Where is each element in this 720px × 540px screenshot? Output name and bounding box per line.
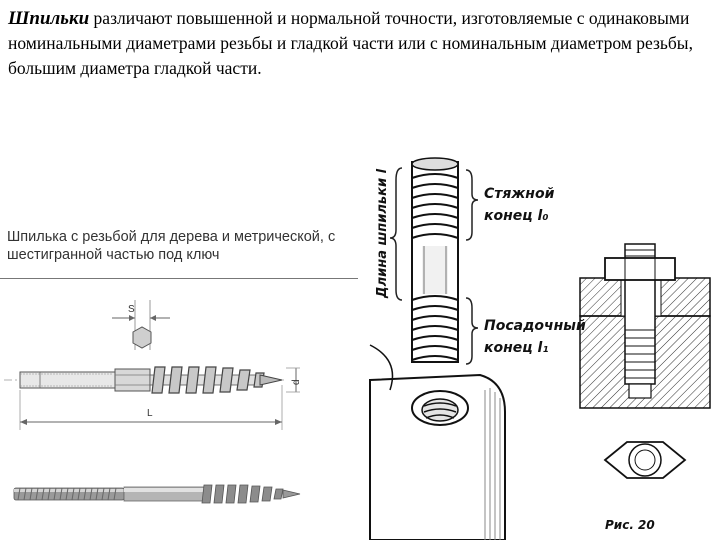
left-figure-divider	[0, 278, 358, 279]
intro-paragraph: Шпильки различают повышенной и нормально…	[8, 6, 714, 81]
stud-drawing: S d L	[4, 300, 302, 504]
bottom-end-label-1: Посадочный	[484, 318, 586, 334]
left-figure-title: Шпилька с резьбой для дерева и метрическ…	[7, 229, 336, 263]
stud-illustration: Длина шпильки l Стяжной конец l₀ Посадоч…	[369, 157, 586, 540]
intro-text: различают повышенной и нормальной точнос…	[8, 8, 693, 78]
dim-L-label: L	[147, 408, 153, 419]
top-end-label-2: конец l₀	[484, 208, 548, 224]
hex-symbol	[132, 326, 152, 349]
top-end-label-1: Стяжной	[484, 186, 555, 202]
bottom-end-label-2: конец l₁	[484, 340, 548, 356]
dim-d-label: d	[291, 379, 302, 385]
assembly-section-drawing: Рис. 20	[579, 243, 711, 532]
length-label: Длина шпильки l	[375, 168, 390, 299]
intro-term: Шпильки	[8, 8, 90, 29]
dim-s-label: S	[128, 304, 135, 315]
figure-caption: Рис. 20	[605, 518, 655, 532]
